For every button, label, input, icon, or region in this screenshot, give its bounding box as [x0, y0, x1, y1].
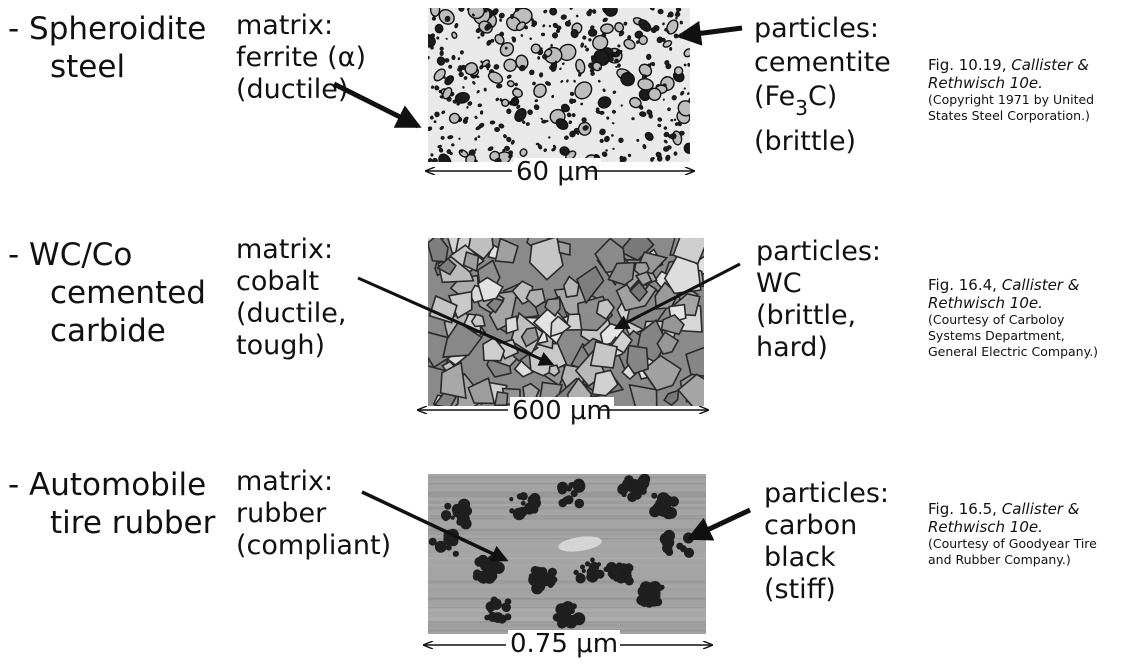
caption-authors: Callister & [1001, 276, 1080, 294]
scale-bar-label: 600 μm [510, 396, 614, 426]
particle-material: carbon [764, 510, 858, 541]
caption-credit-line: (Courtesy of Goodyear Tire [928, 536, 1097, 551]
particle-property: (brittle) [754, 126, 857, 157]
matrix-label: matrix: [236, 466, 334, 497]
caption-edition: Rethwisch 10e. [928, 74, 1043, 92]
figure-caption: Fig. 16.4, Callister & Rethwisch 10e. (C… [928, 276, 1098, 360]
caption-credit-line: States Steel Corporation.) [928, 108, 1090, 123]
matrix-description: matrix: rubber (compliant) [236, 466, 391, 562]
caption-authors: Callister & [1001, 500, 1080, 518]
matrix-property: (compliant) [236, 530, 392, 561]
caption-credit-line: General Electric Company.) [928, 344, 1099, 359]
particle-property: hard) [756, 332, 828, 363]
scale-bar-label: 60 μm [514, 157, 602, 187]
caption-fig-number: Fig. 16.5, [928, 500, 997, 518]
caption-edition: Rethwisch 10e. [928, 294, 1043, 312]
matrix-label: matrix: [236, 234, 334, 265]
particle-property: (brittle, [756, 300, 857, 331]
particle-description: particles: WC (brittle, hard) [756, 236, 881, 364]
formula-subscript: 3 [795, 96, 808, 120]
particle-material: cementite [754, 47, 891, 78]
matrix-property: (ductile, [236, 298, 347, 329]
formula-part: C) [807, 81, 838, 112]
material-name-line: - Spheroidite [8, 11, 207, 47]
particle-label: particles: [754, 13, 879, 44]
caption-fig-number: Fig. 16.4, [928, 276, 997, 294]
caption-credit-line: Systems Department, [928, 328, 1065, 343]
scale-bar-label: 0.75 μm [508, 629, 621, 659]
caption-fig: Fig. 16.5, Callister & [928, 500, 1097, 518]
particle-formula: (Fe3C) [754, 80, 891, 125]
matrix-material: ferrite (α) [236, 42, 366, 73]
matrix-material: cobalt [236, 266, 320, 297]
material-name-line: - WC/Co [8, 237, 133, 273]
caption-fig: Fig. 16.4, Callister & [928, 276, 1098, 294]
particle-description: particles: carbon black (stiff) [764, 478, 889, 606]
matrix-property: (ductile) [236, 74, 349, 105]
material-name-line: carbide [50, 313, 166, 349]
material-name-line: cemented [50, 275, 206, 311]
material-name: - Spheroidite steel [8, 10, 206, 86]
material-name-line: tire rubber [50, 505, 216, 541]
particle-material: black [764, 542, 836, 573]
matrix-description: matrix: ferrite (α) (ductile) [236, 10, 366, 106]
matrix-material: rubber [236, 498, 327, 529]
matrix-property: tough) [236, 330, 326, 361]
figure-caption: Fig. 16.5, Callister & Rethwisch 10e. (C… [928, 500, 1097, 568]
caption-credit-line: (Copyright 1971 by United [928, 92, 1095, 107]
caption-credit-line: (Courtesy of Carboloy [928, 312, 1065, 327]
material-name: - WC/Co cemented carbide [8, 236, 206, 350]
matrix-label: matrix: [236, 10, 334, 41]
micrograph-carbon-black-rubber [428, 474, 706, 634]
material-name-line: - Automobile [8, 467, 207, 503]
formula-part: (Fe [754, 81, 796, 112]
figure-caption: Fig. 10.19, Callister & Rethwisch 10e. (… [928, 56, 1094, 124]
particle-description: particles: cementite (Fe3C) (brittle) [754, 12, 891, 159]
particle-label: particles: [764, 478, 889, 509]
caption-credit-line: and Rubber Company.) [928, 552, 1071, 567]
micrograph-spheroidite [428, 8, 690, 162]
material-name: - Automobile tire rubber [8, 466, 215, 542]
caption-authors: Callister & [1011, 56, 1089, 74]
caption-fig: Fig. 10.19, Callister & [928, 56, 1094, 74]
particle-label: particles: [756, 236, 881, 267]
matrix-description: matrix: cobalt (ductile, tough) [236, 234, 346, 362]
particle-material: WC [756, 268, 802, 299]
micrograph-cemented-carbide [428, 238, 704, 406]
particle-property: (stiff) [764, 574, 836, 605]
material-name-line: steel [50, 49, 126, 85]
caption-edition: Rethwisch 10e. [928, 518, 1043, 536]
caption-fig-number: Fig. 10.19, [928, 56, 1007, 74]
